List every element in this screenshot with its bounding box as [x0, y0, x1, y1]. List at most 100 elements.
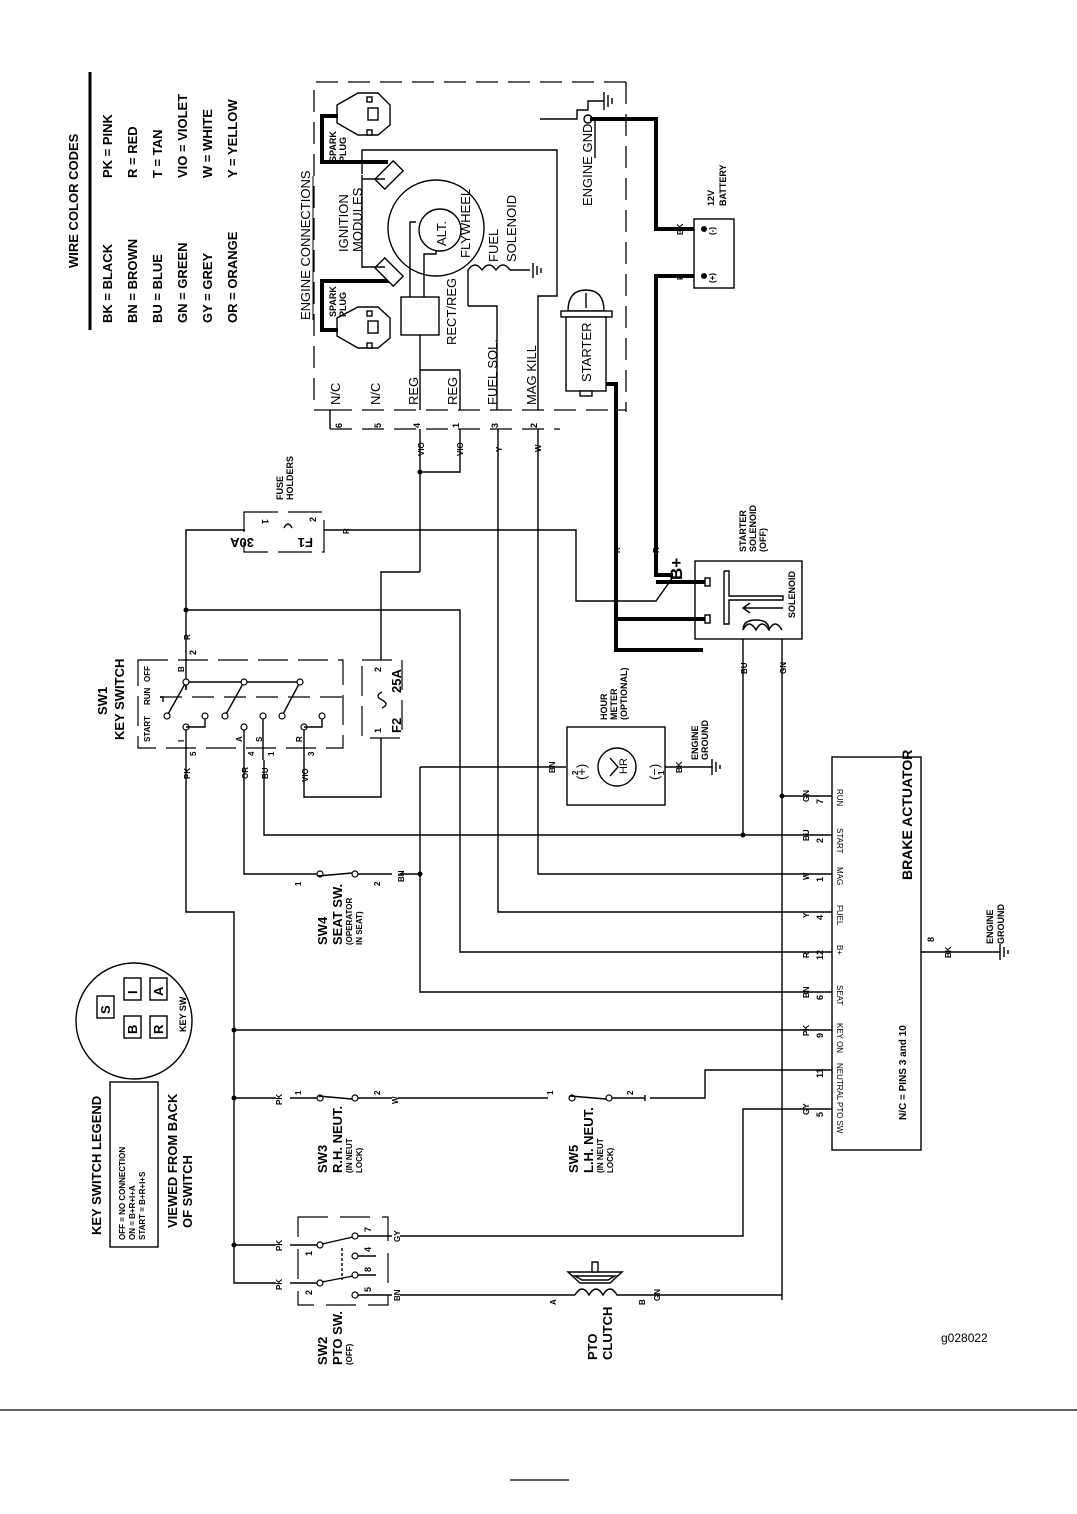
b-plus-label: B+	[667, 558, 686, 580]
svg-text:(IN NEUT: (IN NEUT	[596, 1138, 605, 1173]
actuator-pin-wire: BU	[802, 829, 811, 841]
svg-text:GN: GN	[653, 1289, 662, 1301]
svg-text:R: R	[183, 634, 192, 640]
actuator-pin-number: 11	[815, 1068, 825, 1078]
svg-text:(−): (−)	[647, 764, 662, 780]
svg-text:Y: Y	[495, 446, 504, 452]
svg-text:LOCK): LOCK)	[355, 1147, 364, 1173]
f2-rating: 25A	[389, 669, 404, 693]
svg-text:W: W	[391, 1096, 400, 1104]
svg-text:N/C: N/C	[328, 383, 343, 405]
f2-label: F2	[389, 718, 404, 733]
sw1-label: SW1	[95, 687, 110, 715]
actuator-pin-name: RUN	[835, 789, 844, 807]
svg-text:OFF: OFF	[143, 666, 152, 682]
svg-text:BU: BU	[740, 662, 749, 674]
code-bn: BN = BROWN	[125, 239, 140, 323]
svg-text:HR: HR	[618, 758, 630, 774]
svg-text:(+): (+)	[708, 273, 717, 283]
svg-text:2: 2	[373, 667, 383, 672]
svg-text:KEY SW: KEY SW	[178, 996, 188, 1032]
svg-text:SOLENOID: SOLENOID	[748, 504, 758, 552]
svg-text:S: S	[98, 1005, 113, 1014]
svg-text:KEY SWITCH LEGEND: KEY SWITCH LEGEND	[89, 1096, 104, 1235]
seat-switch-sw4: 1 2 SW4 SEAT SW. (OPERATOR IN SEAT)	[294, 870, 392, 945]
svg-text:OF SWITCH: OF SWITCH	[180, 1155, 195, 1228]
battery: (-) (+) 12V BATTERY BK R	[590, 117, 735, 577]
svg-text:ON = B+R+I+A: ON = B+R+I+A	[128, 1185, 137, 1240]
svg-text:4: 4	[247, 751, 256, 756]
svg-text:BK: BK	[675, 761, 684, 773]
actuator-pin-wire: W	[802, 872, 811, 880]
legend-box	[109, 1081, 159, 1248]
lh-neutral-switch-sw5: 1 2 SW5 L.H. NEUT. (IN NEUT LOCK)	[546, 1090, 646, 1173]
battery-12v: 12V	[706, 190, 716, 206]
ignition-module-top	[373, 159, 405, 191]
svg-text:A: A	[549, 1299, 558, 1305]
actuator-pin-number: 6	[815, 995, 825, 1000]
fuse-f2: 1 2 25A F2	[361, 659, 404, 739]
actuator-pin-name: SEAT	[835, 985, 844, 1005]
svg-text:PTO SW.: PTO SW.	[330, 1311, 345, 1365]
svg-text:I: I	[125, 990, 140, 994]
svg-text:(-): (-)	[708, 227, 717, 235]
svg-text:2: 2	[626, 1090, 635, 1095]
svg-text:1: 1	[373, 728, 383, 733]
spark-plug-top: SPARK PLUG	[320, 92, 391, 164]
svg-text:BK: BK	[676, 223, 685, 235]
svg-text:R: R	[613, 547, 622, 553]
engine-connections-title: ENGINE CONNECTIONS	[298, 170, 313, 320]
svg-text:VIO: VIO	[301, 768, 310, 782]
wire-labels: R R R BU GN BN PK W PK PK GY BN GN	[183, 547, 788, 1301]
svg-text:N/C: N/C	[368, 383, 383, 405]
flywheel	[387, 179, 485, 277]
starter-motor: STARTER	[560, 289, 613, 397]
actuator-pin-number: 4	[815, 915, 825, 920]
svg-text:2: 2	[373, 1090, 382, 1095]
svg-text:R: R	[676, 274, 685, 280]
actuator-pin-name: B+	[835, 945, 844, 955]
flywheel-label: FLYWHEEL	[458, 189, 473, 258]
svg-text:REG: REG	[445, 377, 460, 405]
svg-text:STARTER: STARTER	[738, 510, 748, 552]
svg-text:B: B	[125, 1025, 140, 1034]
svg-text:VIEWED FROM BACK: VIEWED FROM BACK	[165, 1093, 180, 1228]
svg-text:I: I	[177, 740, 186, 742]
code-gy: GY = GREY	[200, 252, 215, 323]
svg-text:2: 2	[304, 1290, 314, 1295]
svg-text:2: 2	[373, 881, 382, 886]
wire-codes-title: WIRE COLOR CODES	[66, 133, 81, 268]
svg-text:PK: PK	[275, 1094, 284, 1105]
figure-id: g028022	[941, 1331, 988, 1345]
actuator-pin-name: MAG	[835, 867, 844, 885]
svg-text:GROUND: GROUND	[996, 904, 1006, 944]
battery-box	[693, 218, 735, 289]
svg-text:GY: GY	[393, 1230, 402, 1242]
svg-text:R.H. NEUT.: R.H. NEUT.	[330, 1106, 345, 1173]
actuator-pin-wire: GN	[802, 790, 811, 802]
code-t: T = TAN	[150, 129, 165, 178]
svg-text:START: START	[143, 716, 152, 742]
svg-text:PK: PK	[183, 768, 192, 779]
svg-text:BU: BU	[261, 767, 270, 779]
svg-text:1: 1	[260, 519, 270, 524]
svg-text:5: 5	[363, 1287, 373, 1292]
actuator-pin-wire: BN	[802, 986, 811, 998]
svg-text:4: 4	[363, 1247, 373, 1252]
svg-text:A: A	[151, 986, 166, 996]
svg-text:2: 2	[571, 770, 580, 775]
actuator-pin-name: PTO SW	[835, 1102, 844, 1134]
hour-meter: HR (+) (−) 2 1 BN BK HOUR METER (OPTIONA…	[548, 668, 721, 806]
actuator-pin-number: 2	[815, 838, 825, 843]
svg-text:SW2: SW2	[315, 1337, 330, 1365]
svg-text:B: B	[177, 666, 186, 672]
code-vio: VIO = VIOLET	[175, 94, 190, 178]
code-y: Y = YELLOW	[225, 99, 240, 178]
svg-text:(OPERATOR: (OPERATOR	[345, 898, 354, 945]
actuator-pin-name: KEY ON	[835, 1023, 844, 1053]
svg-text:ENGINE: ENGINE	[690, 725, 700, 760]
spark-plug-bottom: SPARK PLUG	[320, 279, 391, 349]
svg-text:4: 4	[412, 423, 422, 428]
svg-text:IN SEAT): IN SEAT)	[355, 911, 364, 945]
svg-text:HOLDERS: HOLDERS	[285, 456, 295, 500]
